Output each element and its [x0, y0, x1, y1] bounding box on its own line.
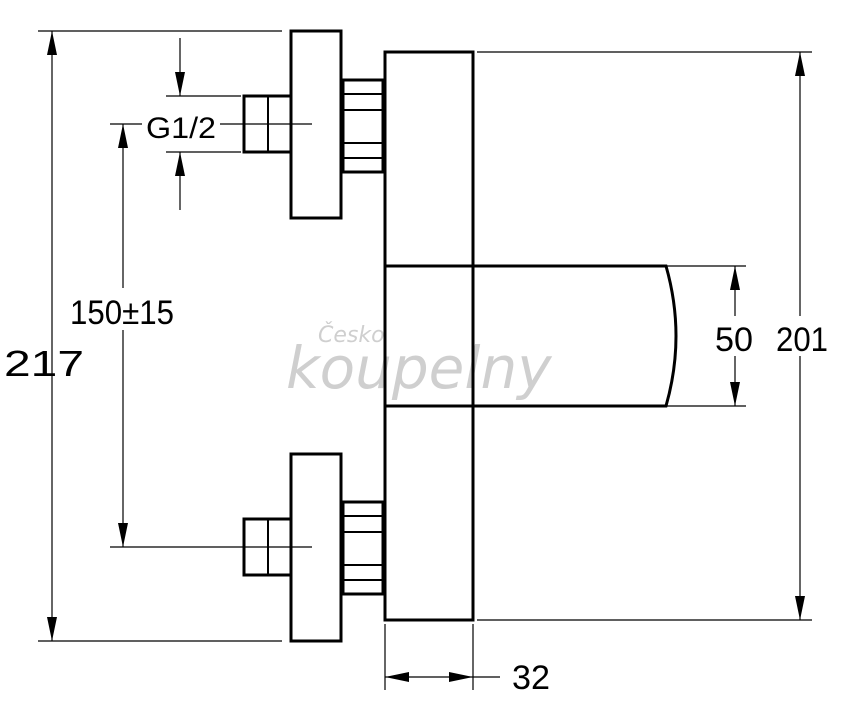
lower-nut [341, 500, 385, 596]
dim-inlet-spacing: 150±15 [66, 123, 222, 548]
dim-thread: G1/2 [142, 38, 241, 210]
watermark-large: koupelny [286, 334, 552, 402]
upper-nut [341, 78, 385, 174]
mixer-body [383, 50, 475, 622]
upper-connection [220, 29, 385, 220]
dim-body-depth: 32 [384, 624, 550, 697]
lower-connection [222, 452, 385, 643]
label-overall-height: 217 [4, 343, 84, 384]
watermark: Česko koupelny [286, 322, 552, 402]
label-inlet-spacing: 150±15 [70, 294, 174, 332]
label-spout-height: 50 [715, 321, 753, 359]
watermark-small: Česko [318, 322, 385, 348]
label-body-depth: 32 [512, 659, 550, 697]
spout [385, 264, 678, 408]
dim-body-height: 201 [477, 51, 830, 621]
dim-overall-height: 217 [4, 30, 282, 642]
dim-spout-height: 50 [666, 265, 756, 407]
label-body-height: 201 [776, 321, 828, 359]
label-thread: G1/2 [146, 112, 216, 145]
